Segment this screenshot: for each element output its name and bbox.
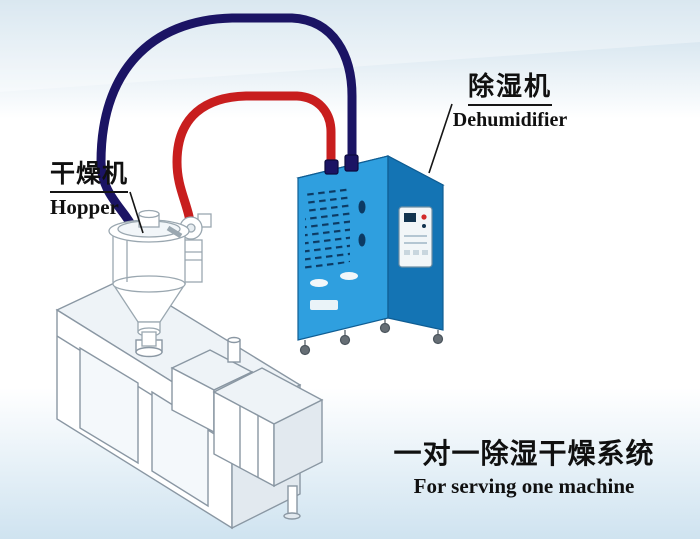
background-streak xyxy=(0,0,700,92)
panel-lamp-dark xyxy=(422,224,426,228)
dehumidifier-label-cn: 除湿机 xyxy=(467,71,552,106)
caster-wheel-1 xyxy=(299,344,311,356)
hopper-lid-cap-top xyxy=(138,209,160,219)
vent-stack xyxy=(227,339,241,363)
caster-wheel-4 xyxy=(432,333,444,345)
panel-button-2 xyxy=(413,250,419,255)
dryer-leader-line xyxy=(129,191,144,234)
hopper-drop-tube xyxy=(141,331,157,347)
slot-handle-2 xyxy=(358,233,366,247)
panel-lamp-red xyxy=(421,214,427,220)
pipe-connector-dry xyxy=(324,159,339,175)
gearbox-b-side xyxy=(273,398,323,488)
caster-wheel-2 xyxy=(339,334,351,346)
control-panel xyxy=(398,206,433,268)
dehumidifier-label-en: Dehumidifier xyxy=(452,108,568,131)
lid-to-heater-duct xyxy=(166,225,183,239)
hopper-mount-base xyxy=(135,346,163,358)
dehumidifier-leader-line xyxy=(428,103,453,174)
return-air-pipe xyxy=(96,13,357,250)
panel-button-1 xyxy=(404,250,410,255)
dry-air-pipe xyxy=(172,91,336,239)
panel-button-3 xyxy=(422,250,428,255)
caster-wheel-3 xyxy=(379,322,391,334)
vent-stack-cap xyxy=(227,336,241,344)
dryer-label-cn: 干燥机 xyxy=(50,160,129,193)
badge-oval-1 xyxy=(310,279,328,287)
machine-door-panel-1 xyxy=(79,346,139,465)
hopper-body-bottom xyxy=(112,275,186,293)
pipe-connector-return xyxy=(344,154,359,172)
slot-handle-1 xyxy=(358,200,366,214)
vent-louvres xyxy=(305,183,350,272)
name-plate xyxy=(310,300,338,310)
panel-display xyxy=(404,213,416,222)
badge-oval-2 xyxy=(340,272,358,280)
caption-cn: 一对一除湿干燥系统 xyxy=(393,438,655,469)
caption-en: For serving one machine xyxy=(413,474,635,499)
dryer-label-en: Hopper xyxy=(50,194,119,219)
support-leg xyxy=(287,485,298,515)
casters xyxy=(299,319,444,356)
dryer-label: 干燥机 Hopper xyxy=(50,160,129,219)
extruder-machine xyxy=(55,277,324,530)
support-foot xyxy=(283,512,301,520)
hopper-dryer xyxy=(108,209,212,347)
dehumidifier-cabinet xyxy=(296,154,445,356)
caption: 一对一除湿干燥系统 For serving one machine xyxy=(378,438,670,498)
dehumidifier-label: 除湿机 Dehumidifier xyxy=(440,71,580,132)
